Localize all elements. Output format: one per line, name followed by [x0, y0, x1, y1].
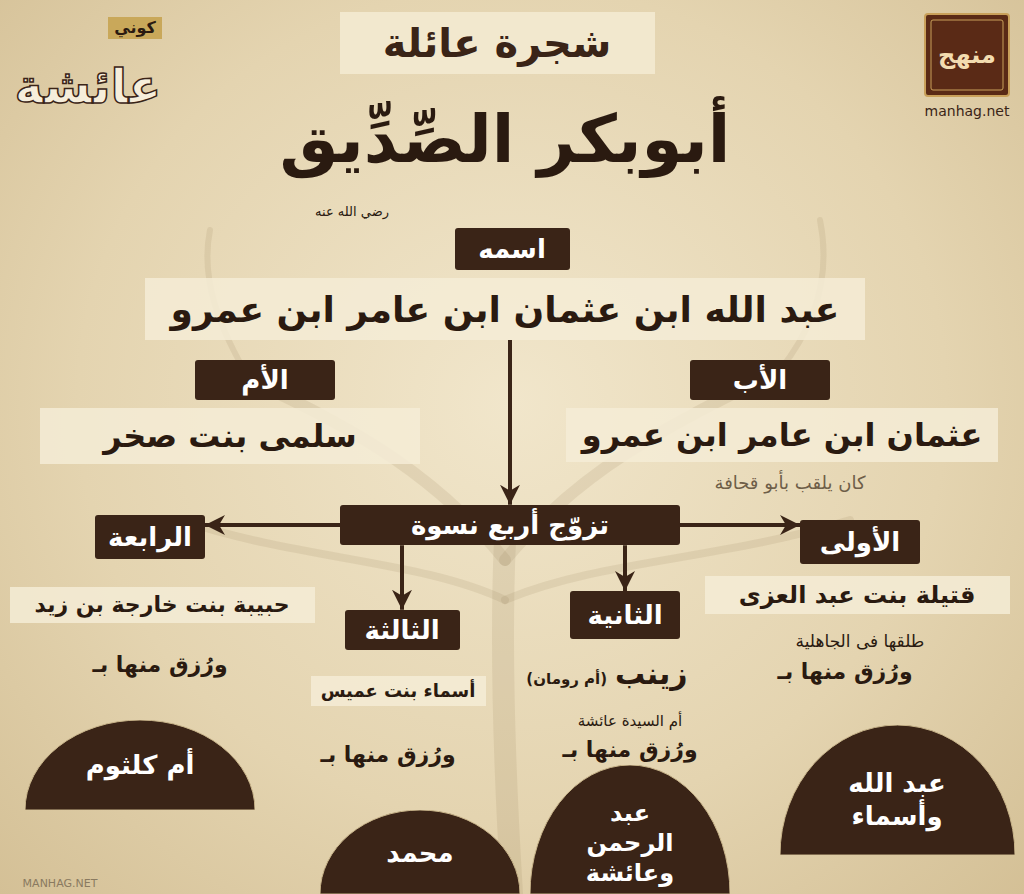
- name-band: سلمى بنت صخر: [40, 408, 420, 464]
- section-label: اسمه: [455, 228, 570, 270]
- marriage-box: تزوّج أربع نسوة: [340, 505, 680, 546]
- wife-label: الأولى: [800, 520, 920, 564]
- node-text: اسمه: [478, 233, 546, 266]
- logo-mark: منهج: [938, 40, 996, 70]
- title-box: شجرة عائلة: [340, 12, 655, 74]
- children-note: ورُزق منها بـ: [562, 736, 697, 764]
- node-text: زينب: [615, 655, 688, 693]
- children-note: ورُزق منها بـ: [92, 651, 227, 679]
- wife-name: حبيبة بنت خارجة بن زيد: [10, 587, 315, 623]
- children-dome: محمد: [320, 810, 520, 894]
- title: شجرة عائلة: [383, 20, 612, 66]
- node-text: قتيلة بنت عبد العزى: [739, 580, 976, 610]
- nickname-note: كان يلقب بأبو قحافة: [715, 472, 866, 495]
- logo-frame: [931, 20, 1003, 90]
- children-note: ورُزق منها بـ: [320, 741, 455, 769]
- arrow-connector: [205, 523, 340, 527]
- node-text: عثمان ابن عامر ابن عمرو: [582, 415, 983, 455]
- logo-tag: كوني: [108, 17, 162, 39]
- divorce-note: طلقها فى الجاهلية: [796, 631, 925, 652]
- node-text: الأب: [733, 364, 787, 397]
- honorific: رضي الله عنه: [315, 204, 389, 220]
- logo-square: [925, 14, 1009, 96]
- children-dome: أم كلثوم: [25, 720, 255, 810]
- node-subtext: (أم رومان): [526, 670, 607, 689]
- wife-label: الثالثة: [345, 610, 460, 651]
- wife-name: زينب (أم رومان): [514, 655, 699, 705]
- section-label: الأب: [690, 360, 830, 401]
- node-text: أسماء بنت عميس: [321, 680, 476, 703]
- wife-label: الثانية: [570, 591, 680, 639]
- name-band: عبد الله ابن عثمان ابن عامر ابن عمرو: [145, 278, 865, 340]
- children-note: ورُزق منها بـ: [777, 658, 912, 686]
- logo-url: manhag.net: [925, 103, 1010, 121]
- name-band: عثمان ابن عامر ابن عمرو: [566, 408, 999, 462]
- mother-note: أم السيدة عائشة: [578, 712, 683, 731]
- wife-label: الرابعة: [95, 515, 205, 559]
- arrow-connector: [623, 545, 627, 591]
- node-text: عبد الله وأسماء: [824, 767, 970, 832]
- arrow-connector: [680, 523, 800, 527]
- node-text: سلمى بنت صخر: [103, 416, 356, 456]
- calligraphy-heading: أبوبكر الصِّدِّيق: [280, 99, 731, 182]
- node-text: الأم: [241, 364, 288, 397]
- children-dome: عبد الله وأسماء: [780, 725, 1015, 855]
- logo-calligraphy: عائشة: [15, 56, 162, 116]
- section-label: الأم: [195, 360, 335, 401]
- wife-name: قتيلة بنت عبد العزى: [705, 576, 1010, 614]
- node-text: الأولى: [820, 526, 901, 559]
- node-text: أم كلثوم: [86, 749, 195, 782]
- node-text: الثالثة: [364, 614, 439, 647]
- node-text: تزوّج أربع نسوة: [411, 509, 609, 542]
- node-text: حبيبة بنت خارجة بن زيد: [35, 591, 290, 619]
- watermark: MANHAG.NET: [23, 877, 98, 891]
- node-text: عبد الرحمن وعائشة: [568, 798, 692, 888]
- wife-name: أسماء بنت عميس: [311, 676, 486, 707]
- node-text: الثانية: [587, 599, 662, 632]
- node-text: محمد: [386, 837, 453, 870]
- node-text: الرابعة: [108, 521, 192, 554]
- children-dome: عبد الرحمن وعائشة: [530, 765, 730, 894]
- arrow-connector: [508, 340, 512, 505]
- node-text: عبد الله ابن عثمان ابن عامر ابن عمرو: [171, 287, 840, 332]
- arrow-connector: [400, 545, 404, 610]
